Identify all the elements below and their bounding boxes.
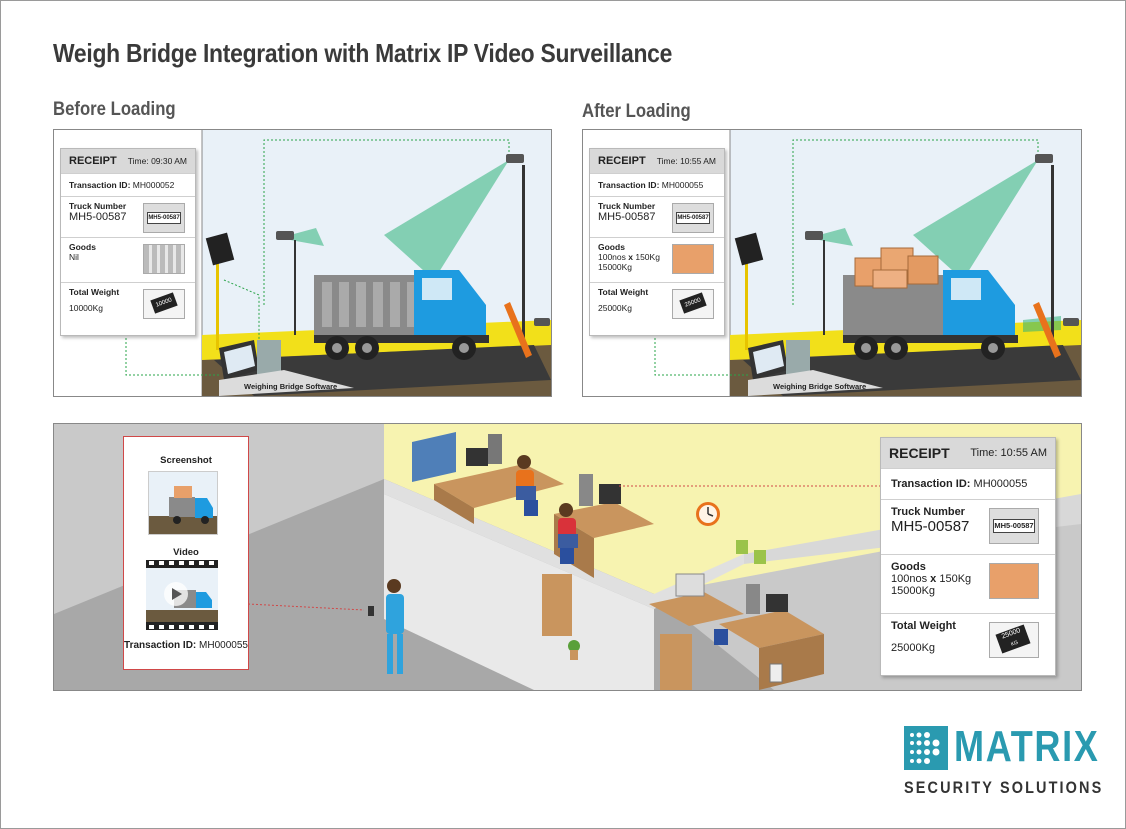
- plate-thumbnail: MH5-00587: [989, 508, 1039, 544]
- transaction-label: Transaction ID:: [891, 478, 971, 490]
- scale-reading: 25000: [679, 292, 707, 314]
- brand-name: MATRIX: [954, 722, 1100, 771]
- truck-label: Truck Number: [891, 506, 965, 518]
- transaction-id: MH000052: [132, 180, 175, 190]
- goods-total: 15000Kg: [598, 262, 633, 272]
- truck-label: Truck Number: [69, 201, 127, 211]
- screenshot-label: Screenshot: [160, 455, 212, 466]
- plate-text: MH5-00587: [147, 212, 181, 224]
- video-label: Video: [173, 547, 199, 558]
- goods-total: 15000Kg: [891, 585, 936, 597]
- truck-number: MH5-00587: [69, 211, 127, 223]
- goods-label: Goods: [69, 242, 96, 252]
- weighing-bridge-software-label: Weighing Bridge Software: [773, 382, 867, 391]
- goods-label: Goods: [598, 242, 625, 252]
- receipt-time: Time: 10:55 AM: [656, 156, 716, 166]
- screenshot-thumbnail[interactable]: [148, 471, 218, 535]
- weight-value: 10000Kg: [69, 303, 104, 313]
- weight-label: Total Weight: [69, 287, 120, 297]
- weighing-bridge-software-label: Weighing Bridge Software: [244, 382, 338, 391]
- cargo-thumbnail: [989, 563, 1039, 599]
- transaction-id: MH000055: [973, 478, 1028, 490]
- goods-unit-weight: 150Kg: [632, 252, 660, 262]
- monitor-icon: [466, 448, 488, 466]
- empty-bed-thumbnail: [143, 244, 185, 274]
- goods-times: x: [930, 573, 937, 585]
- weight-label: Total Weight: [891, 620, 956, 632]
- before-loading-panel: Weighing Bridge Software RECEIPT Time: 0…: [53, 129, 552, 397]
- plate-thumbnail: MH5-00587: [672, 203, 714, 233]
- plate-text: MH5-00587: [676, 212, 710, 224]
- camera-icon: [506, 154, 524, 163]
- goods-times: x: [628, 252, 633, 262]
- camera-icon: [1035, 154, 1053, 163]
- plate-text: MH5-00587: [993, 519, 1035, 533]
- scale-reading: 10000: [150, 292, 178, 314]
- security-person: [386, 594, 404, 634]
- matrix-logo-mark-icon: [904, 726, 948, 770]
- weight-value: 25000Kg: [891, 642, 936, 654]
- brand-tagline: SECURITY SOLUTIONS: [904, 778, 1104, 797]
- evidence-card: Screenshot Video Transaction ID: MH00005…: [123, 436, 249, 670]
- transaction-label: Transaction ID:: [69, 180, 131, 190]
- receipt-header: RECEIPT: [69, 155, 117, 167]
- page-title: Weigh Bridge Integration with Matrix IP …: [53, 38, 673, 68]
- transaction-label: Transaction ID:: [598, 180, 660, 190]
- tablet-icon: [368, 606, 374, 616]
- receipt-time: Time: 09:30 AM: [127, 156, 187, 166]
- world-map-icon: [412, 432, 456, 482]
- scale-display-thumbnail: 10000: [143, 289, 185, 319]
- goods-count: 100nos: [598, 252, 629, 262]
- scale-display-thumbnail: 25000 KG: [989, 622, 1039, 658]
- goods-unit-weight: 150Kg: [936, 573, 972, 585]
- goods-label: Goods: [891, 561, 926, 573]
- office-receipt: RECEIPT Time: 10:55 AM Transaction ID: M…: [880, 437, 1056, 676]
- camera-beam: [384, 160, 509, 280]
- receipt-header: RECEIPT: [598, 155, 646, 167]
- plate-thumbnail: MH5-00587: [143, 203, 185, 233]
- after-loading-panel: Weighing Bridge Software RECEIPT Time: 1…: [582, 129, 1082, 397]
- truck-bed: [314, 275, 424, 335]
- before-loading-heading: Before Loading: [53, 99, 176, 120]
- scale-display-thumbnail: 25000: [672, 289, 714, 319]
- goods-value: Nil: [69, 252, 79, 262]
- transaction-label: Transaction ID:: [124, 640, 197, 651]
- printer-icon: [675, 573, 705, 597]
- truck-label: Truck Number: [598, 201, 656, 211]
- receipt-time: Time: 10:55 AM: [970, 447, 1047, 459]
- receipt-header: RECEIPT: [889, 445, 950, 461]
- goods-count: 100nos: [891, 573, 931, 585]
- weight-value: 25000Kg: [598, 303, 633, 313]
- transaction-id: MH000055: [199, 640, 248, 651]
- truck-number: MH5-00587: [598, 211, 656, 223]
- after-receipt: RECEIPT Time: 10:55 AM Transaction ID: M…: [589, 148, 725, 336]
- truck-number: MH5-00587: [891, 518, 970, 535]
- weight-label: Total Weight: [598, 287, 649, 297]
- video-thumbnail[interactable]: [146, 560, 218, 630]
- before-receipt: RECEIPT Time: 09:30 AM Transaction ID: M…: [60, 148, 196, 336]
- after-loading-heading: After Loading: [582, 101, 691, 122]
- transaction-id: MH000055: [661, 180, 704, 190]
- cargo-thumbnail: [672, 244, 714, 274]
